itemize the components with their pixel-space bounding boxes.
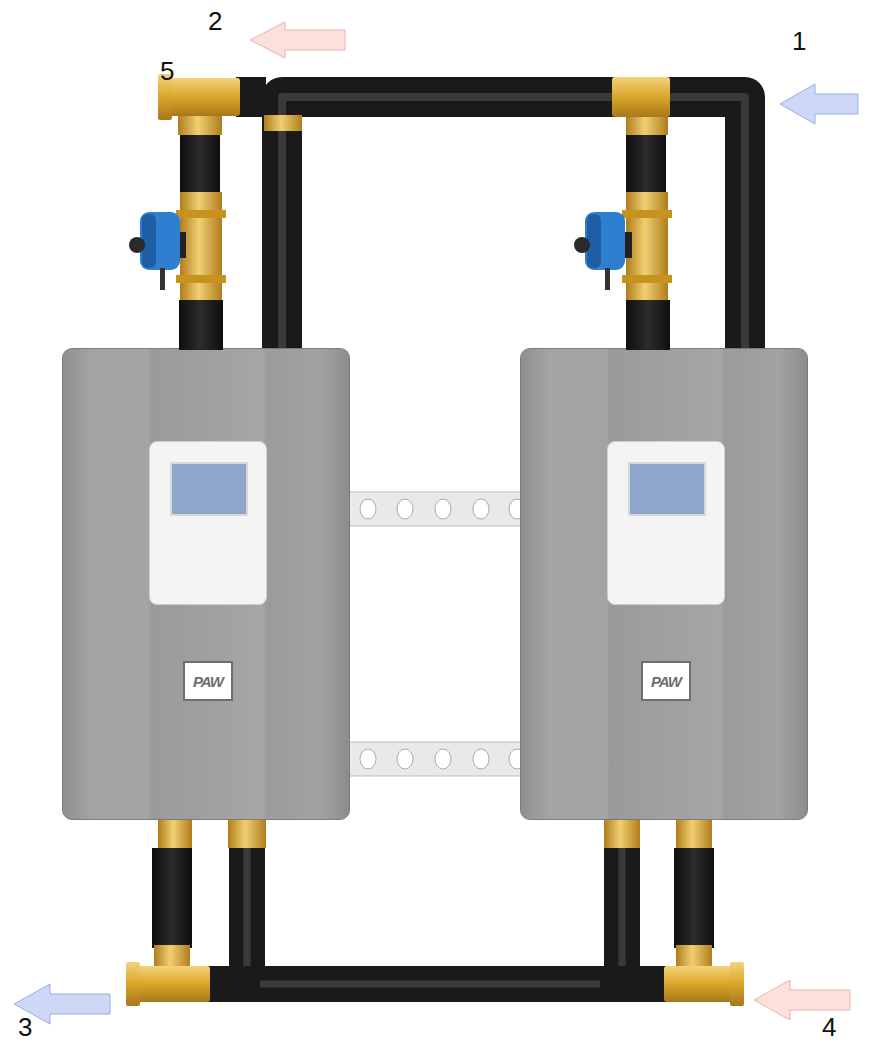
logo-text: PAW xyxy=(193,673,223,690)
valve-actuator xyxy=(129,212,180,290)
zone-valve xyxy=(618,192,672,302)
nipple xyxy=(264,115,302,131)
insulated-pipe xyxy=(247,820,622,984)
display-screen xyxy=(628,462,706,516)
nipple xyxy=(158,820,192,848)
insulated-pipe xyxy=(282,97,745,348)
nipple xyxy=(676,820,712,848)
pipe xyxy=(626,300,670,350)
callout-number: 1 xyxy=(792,26,806,56)
tee-fitting xyxy=(612,77,670,135)
logo-text: PAW xyxy=(651,673,681,690)
nipple xyxy=(228,820,266,848)
pipe xyxy=(626,135,666,195)
callout-number: 4 xyxy=(822,1012,836,1042)
display-screen xyxy=(170,462,248,516)
pipe xyxy=(152,848,192,948)
pipe xyxy=(236,77,266,117)
heat-station: PAW xyxy=(62,348,350,820)
pipe xyxy=(674,848,714,948)
control-panel xyxy=(607,441,725,605)
tee-fitting xyxy=(664,945,744,1006)
brand-logo: PAW xyxy=(641,661,691,701)
rail xyxy=(340,492,530,526)
tee-fitting xyxy=(126,945,210,1006)
flow-arrow xyxy=(780,84,858,124)
brand-logo: PAW xyxy=(183,661,233,701)
heat-station: PAW xyxy=(520,348,808,820)
nipple xyxy=(604,820,640,848)
pipe xyxy=(179,300,223,350)
pipe-highlight xyxy=(282,97,745,348)
control-panel xyxy=(149,441,267,605)
rail xyxy=(340,742,530,776)
valve-actuator xyxy=(574,212,625,290)
pipe-highlight xyxy=(247,820,622,984)
callout-number: 3 xyxy=(18,1012,32,1042)
zone-valve xyxy=(172,192,226,302)
pipe xyxy=(180,135,220,195)
flow-arrow xyxy=(250,22,345,58)
callout-number: 5 xyxy=(160,56,174,86)
callout-number: 2 xyxy=(208,6,222,36)
